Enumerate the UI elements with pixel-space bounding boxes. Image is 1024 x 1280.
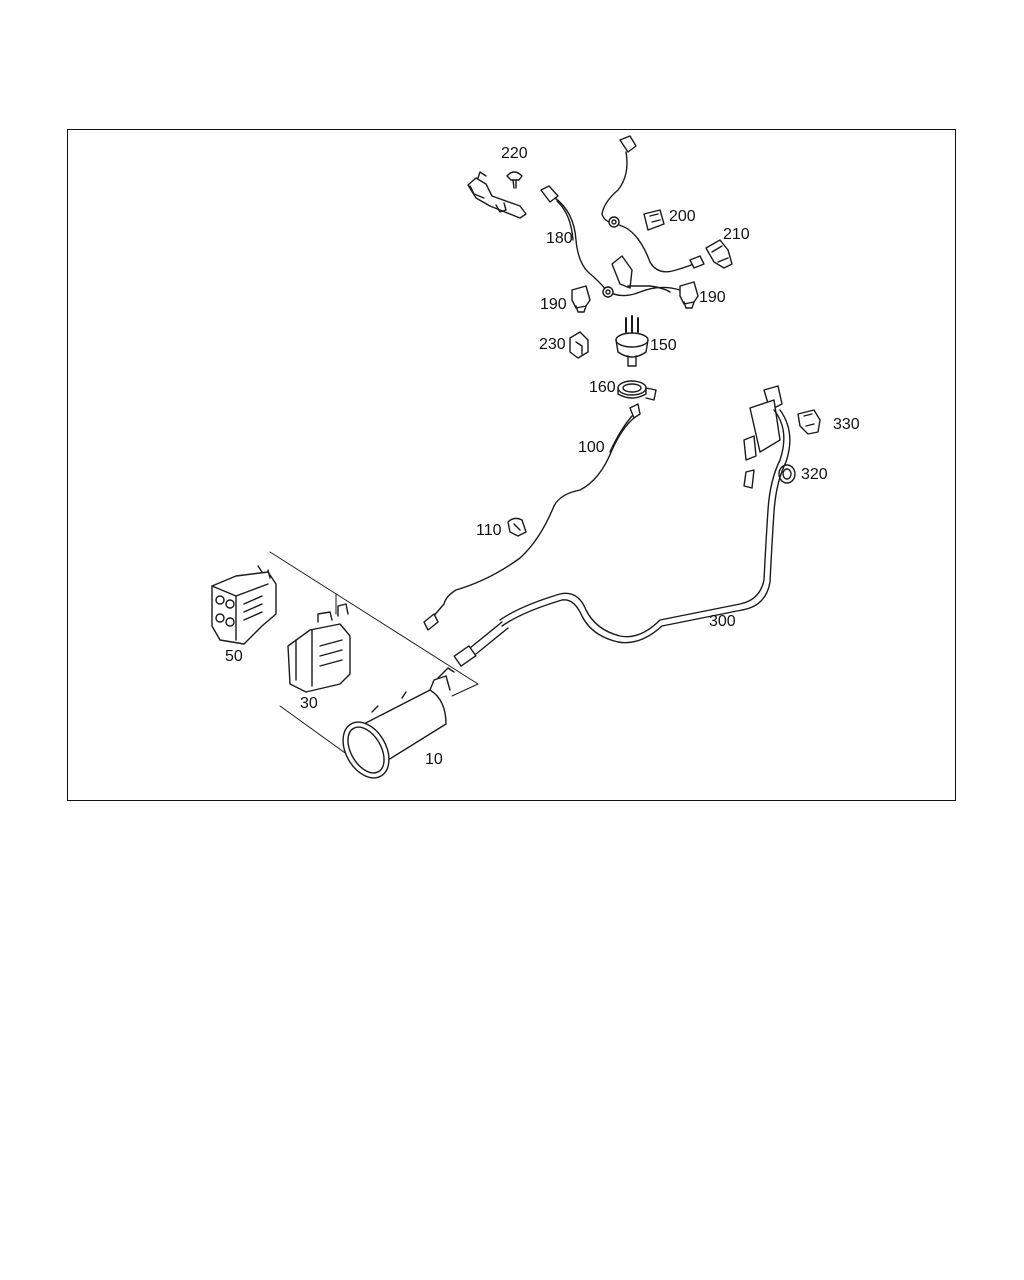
callout-320: 320 (801, 466, 828, 483)
part-330-bracket (797, 409, 821, 435)
callout-100: 100 (578, 439, 605, 456)
part-190-right (679, 281, 699, 309)
callout-110: 110 (476, 522, 502, 539)
part-230-clip (569, 331, 589, 359)
callout-200: 200 (669, 208, 696, 225)
part-210-bracket (705, 239, 733, 269)
part-180-cable (540, 185, 607, 291)
part-220-clip (506, 171, 523, 189)
part-220-bracket (467, 171, 527, 219)
callout-10: 10 (425, 751, 443, 768)
part-50-valve (211, 565, 277, 645)
part-110-clip (507, 517, 527, 537)
part-200-cable (601, 135, 705, 273)
callout-330: 330 (833, 416, 860, 433)
part-100-line (423, 403, 641, 631)
callout-50: 50 (225, 648, 243, 665)
callout-220: 220 (501, 145, 528, 162)
callout-230: 230 (539, 336, 566, 353)
part-300-hose (453, 385, 791, 667)
part-30-valve (287, 593, 351, 693)
callout-30: 30 (300, 695, 318, 712)
harness-hub (602, 255, 681, 298)
part-10-canister (342, 667, 455, 779)
part-150-sensor (615, 315, 649, 367)
callout-190-left: 190 (540, 296, 567, 313)
callout-210: 210 (723, 226, 750, 243)
callout-160: 160 (589, 379, 616, 396)
callout-300: 300 (709, 613, 736, 630)
part-190-left (571, 285, 591, 313)
diagram-frame (67, 129, 956, 801)
callout-150: 150 (650, 337, 677, 354)
callout-180: 180 (546, 230, 573, 247)
part-200-connector (643, 209, 665, 231)
callout-190-right: 190 (699, 289, 726, 306)
part-160-clamp (617, 380, 657, 401)
